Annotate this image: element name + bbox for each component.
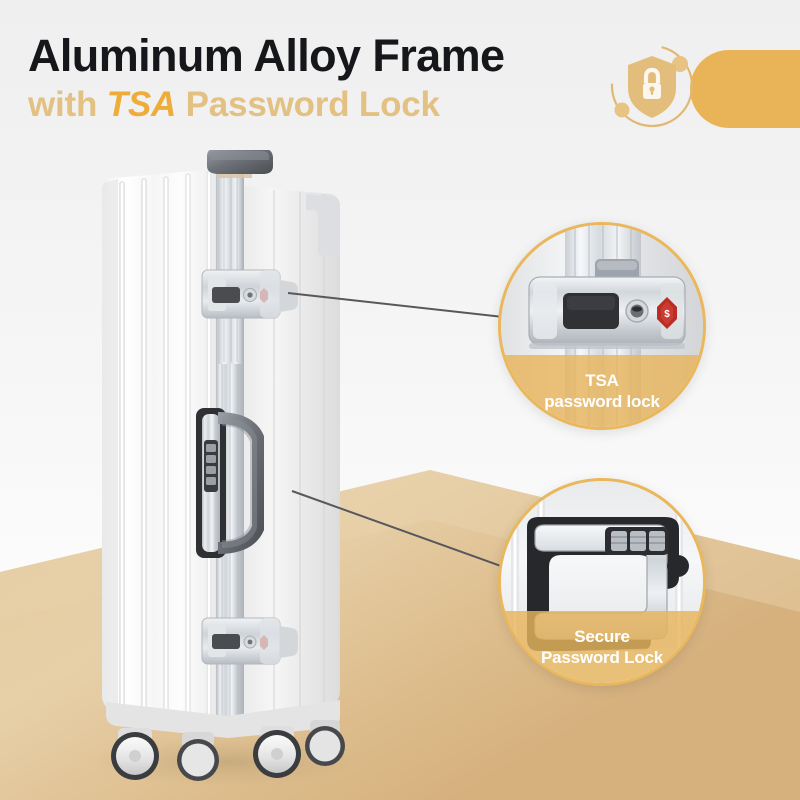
callout-caption: TSA password lock [501,355,703,427]
shield-lock-icon [610,44,694,128]
subtitle-prefix: with [28,85,107,124]
caption-line-2: Password Lock [540,648,664,667]
tsa-lock-latch-bottom [201,617,298,665]
tsa-lock-latch-top [201,269,298,319]
telescoping-handle-tube [218,174,242,364]
wheel [253,726,301,778]
side-carry-handle [196,408,264,558]
subtitle-suffix: Password Lock [176,85,440,124]
caption-line-1: Secure [574,627,630,646]
suitcase-product-photo [88,150,368,788]
page-title: Aluminum Alloy Frame [28,30,505,81]
subtitle-highlight: TSA [106,85,177,124]
lock-dials [611,531,665,551]
callout-secure-password-lock[interactable]: Secure Password Lock [498,478,706,686]
caption-line-2: password lock [544,392,660,411]
spinner-wheels [111,720,345,781]
corner-guard [306,194,340,256]
caption-line-1: TSA [585,371,619,390]
title-block: Aluminum Alloy Frame with TSA Password L… [28,30,505,126]
callout-tsa-lock[interactable]: $ TSA password lock [498,222,706,430]
svg-text:$: $ [664,309,670,320]
callout-caption: Secure Password Lock [501,611,703,683]
wheel [305,720,345,766]
header: Aluminum Alloy Frame with TSA Password L… [0,0,800,150]
wheel [177,732,219,781]
wheel [111,728,159,780]
page-subtitle: with TSA Password Lock [28,84,504,126]
handle-bar [218,412,264,554]
accent-pill [690,50,800,128]
